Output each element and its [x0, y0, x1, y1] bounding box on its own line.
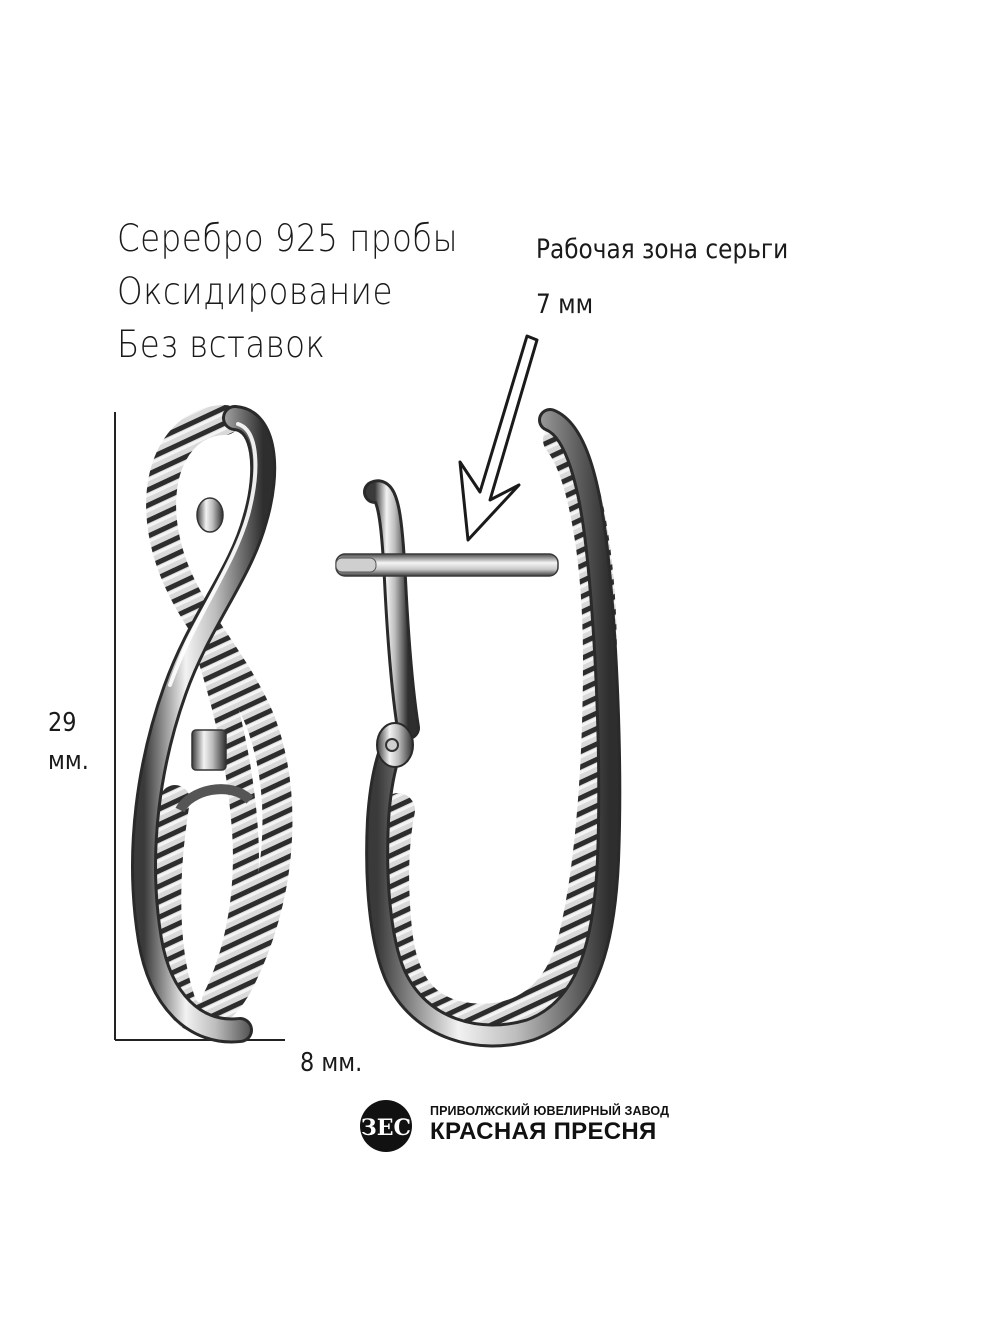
- width-dimension-label: 8 мм.: [300, 1048, 363, 1078]
- brand-logo: ЗЕС ПРИВОЛЖСКИЙ ЮВЕЛИРНЫЙ ЗАВОД КРАСНАЯ …: [356, 1098, 676, 1154]
- brand-monogram-text: ЗЕС: [361, 1115, 411, 1141]
- spec-finish: Оксидирование: [117, 270, 393, 313]
- earring-front-view: [131, 405, 293, 1044]
- spec-inserts: Без вставок: [117, 323, 326, 366]
- brand-subtitle: ПРИВОЛЖСКИЙ ЮВЕЛИРНЫЙ ЗАВОД: [430, 1104, 670, 1118]
- brand-name: КРАСНАЯ ПРЕСНЯ: [430, 1118, 657, 1145]
- working-zone-value: 7 мм: [536, 289, 594, 320]
- spec-material: Серебро 925 пробы: [117, 217, 459, 260]
- working-zone-callout: Рабочая зона серьги 7 мм: [536, 222, 788, 332]
- height-unit: мм.: [48, 746, 89, 776]
- working-zone-label: Рабочая зона серьги: [536, 234, 789, 265]
- spec-list: Серебро 925 пробы Оксидирование Без вста…: [117, 212, 458, 371]
- height-dimension-label: 29 мм.: [48, 704, 89, 780]
- working-zone-arrow: [458, 334, 539, 542]
- height-value: 29: [48, 708, 77, 738]
- earring-side-view: [335, 408, 622, 1048]
- brand-monogram-icon: ЗЕС: [360, 1100, 412, 1152]
